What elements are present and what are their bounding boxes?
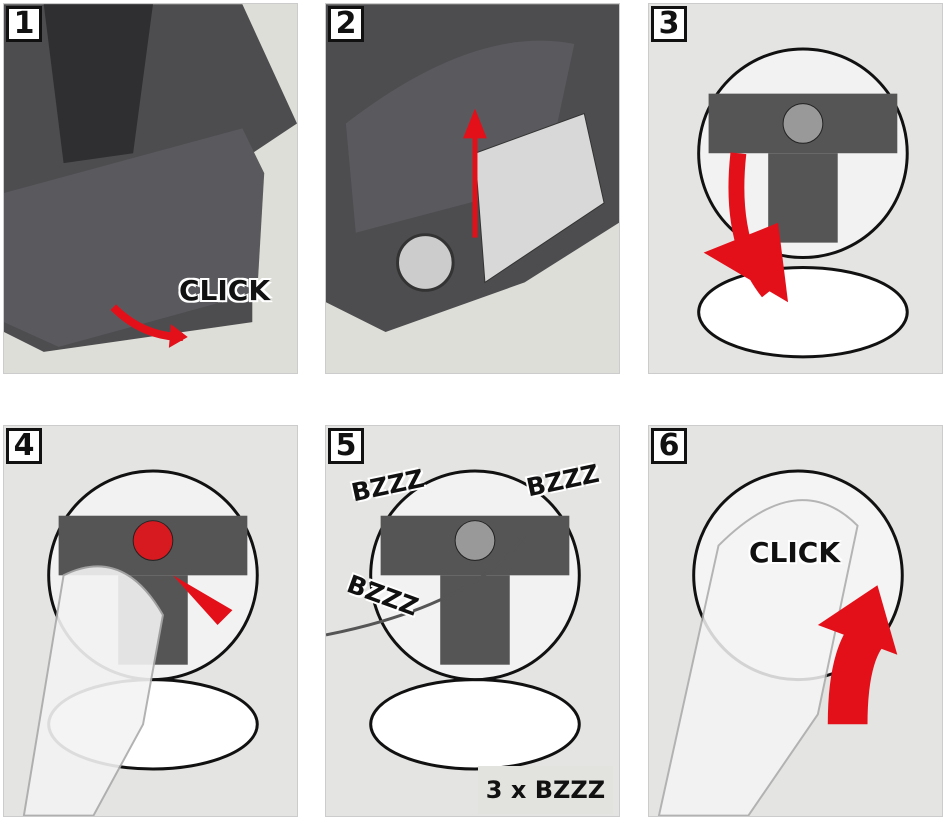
step-number: 3 bbox=[651, 6, 687, 42]
click-label: CLICK bbox=[179, 274, 271, 307]
device-illustration bbox=[697, 47, 909, 359]
step-2-panel: 2 bbox=[325, 3, 620, 374]
device-illustration bbox=[657, 469, 904, 816]
step-number: 2 bbox=[328, 6, 364, 42]
step-number: 4 bbox=[6, 428, 42, 464]
step-5-panel: 5 BZZZ BZZZ BZZZ 3 x BZZZ bbox=[325, 425, 620, 817]
buzz-count-badge: 3 x BZZZ bbox=[478, 766, 613, 814]
device-illustration bbox=[4, 4, 297, 352]
step-number: 6 bbox=[651, 428, 687, 464]
step-3-panel: 3 bbox=[648, 3, 943, 374]
step-6-panel: 6 CLICK bbox=[648, 425, 943, 817]
step-1-panel: 1 CLICK bbox=[3, 3, 298, 374]
device-illustration bbox=[326, 4, 619, 333]
step-number: 5 bbox=[328, 428, 364, 464]
step-number: 1 bbox=[6, 6, 42, 42]
device-illustration bbox=[326, 469, 581, 771]
device-illustration bbox=[22, 469, 259, 816]
reset-button bbox=[132, 520, 174, 561]
step-4-panel: 4 bbox=[3, 425, 298, 817]
click-label: CLICK bbox=[749, 536, 841, 569]
